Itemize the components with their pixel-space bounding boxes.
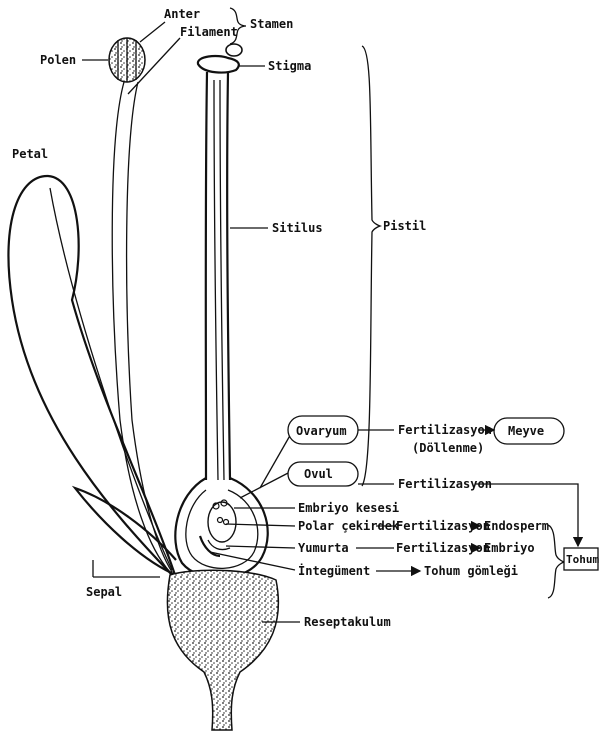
tohum-gomlegi-label: Tohum gömleği [424,564,518,578]
fertilizasyon-ovul-label: Fertilizasyon [398,477,492,491]
embriyo-kesesi-label: Embriyo kesesi [298,501,399,515]
anter-leader [140,22,165,42]
polen-label: Polen [40,53,76,67]
integument-label: İntegüment [298,563,370,578]
filament-label: Filament [180,25,238,39]
anther-shape [109,38,145,82]
stamen-label: Stamen [250,17,293,31]
tohum-label: Tohum [566,553,599,566]
reseptakulum-label: Reseptakulum [304,615,391,629]
filament-shape-2 [127,82,172,572]
sitilus-label: Sitilus [272,221,323,235]
fertilizasyon-polar-label: Fertilizasyon [396,519,490,533]
tohum-brace [548,525,564,598]
filament-shape [112,82,170,572]
ovul-leader [240,472,290,498]
flow-ovul-tohum-arrow [476,484,578,546]
fertilizasyon-yumurta-label: Fertilizasyon [396,541,490,555]
embriyo-label: Embriyo [484,541,535,555]
endosperm-label: Endosperm [484,519,549,533]
petal-label: Petal [12,147,48,161]
pistil-brace [362,46,380,486]
ovaryum-label: Ovaryum [296,424,347,438]
pistil-label: Pistil [383,219,426,233]
fertilizasyon-ovaryum-label: Fertilizasyon [398,423,492,437]
stigma-label: Stigma [268,59,311,73]
style-shape [206,72,230,480]
petal-inner-line [50,188,172,570]
yumurta-label: Yumurta [298,541,349,555]
stigma-shape [198,44,242,72]
polar-cekirdek-label: Polar çekirdek [298,519,400,533]
dollenme-label: (Döllenme) [412,441,484,455]
sepal-label: Sepal [86,585,122,599]
yumurta-leader [226,546,295,548]
meyve-label: Meyve [508,424,544,438]
ovul-label: Ovul [304,467,333,481]
receptacle-shape [167,570,278,730]
anter-label: Anter [164,7,200,21]
